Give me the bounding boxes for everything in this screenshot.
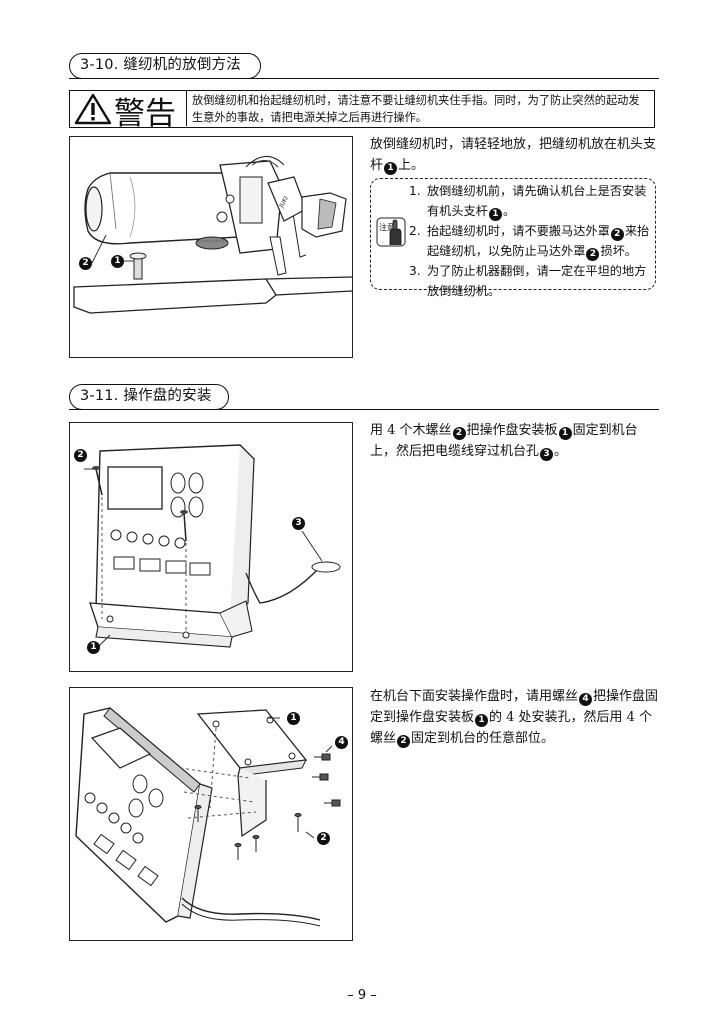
note-item: 3. 为了防止机器翻倒，请一定在平坦的地方放倒缝纫机。 bbox=[409, 264, 647, 298]
section-header-3-10: 3-10. 缝纫机的放倒方法 bbox=[69, 53, 659, 87]
label-1: 1 bbox=[111, 255, 124, 268]
note-icon-label: 注意 bbox=[379, 222, 395, 232]
figure-panel-install-top: 2 3 1 bbox=[69, 422, 353, 672]
warning-label-cell: 警告 bbox=[70, 91, 187, 132]
label-2: 2 bbox=[79, 257, 92, 270]
warning-triangle-icon bbox=[74, 93, 112, 125]
warning-text: 放倒缝纫机和抬起缝纫机时，请注意不要让缝纫机夹住手指。同时，为了防止突然的起动发… bbox=[192, 94, 640, 124]
label-1: 1 bbox=[87, 641, 100, 654]
warning-label: 警告 bbox=[114, 96, 176, 132]
section-title: 3-10. 缝纫机的放倒方法 bbox=[69, 53, 261, 79]
label-2: 2 bbox=[317, 832, 330, 845]
section-header-3-11: 3-11. 操作盘的安装 bbox=[69, 384, 659, 418]
page-number: – 9 – bbox=[347, 988, 377, 1003]
figure-panel-install-under: 1 4 2 bbox=[69, 687, 353, 941]
caution-hand-icon: 注意 bbox=[376, 217, 406, 247]
section-title: 3-11. 操作盘的安装 bbox=[69, 384, 229, 410]
figure-machine-tilting: JUKI 2 1 bbox=[69, 136, 353, 358]
label-3: 3 bbox=[292, 517, 305, 530]
label-4: 4 bbox=[335, 736, 348, 749]
warning-box: 警告 放倒缝纫机和抬起缝纫机时，请注意不要让缝纫机夹住手指。同时，为了防止突然的… bbox=[69, 90, 655, 132]
section-rule bbox=[69, 78, 659, 79]
label-1: 1 bbox=[287, 712, 300, 725]
label-2: 2 bbox=[74, 449, 87, 462]
marker-1: 1 bbox=[384, 162, 398, 175]
section-rule bbox=[69, 409, 659, 410]
